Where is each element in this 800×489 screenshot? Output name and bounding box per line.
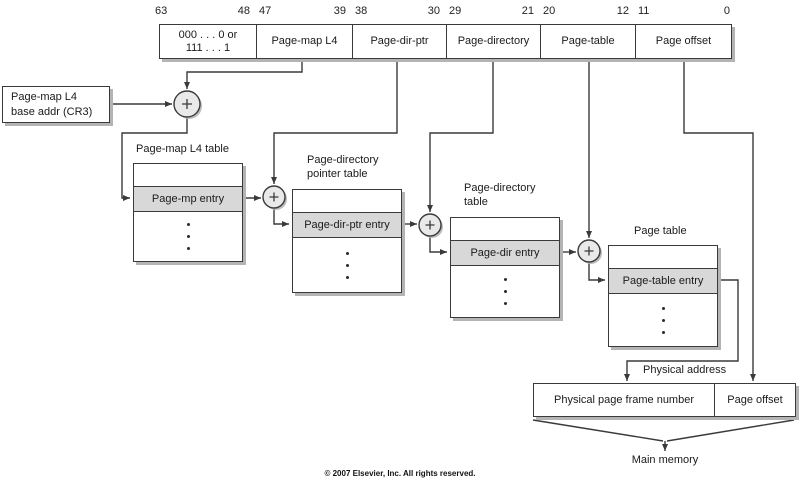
bit-label: 30	[427, 5, 440, 17]
dot	[661, 306, 665, 310]
field-page-table: Page-table	[540, 25, 635, 58]
pdpt-blank-row	[293, 190, 401, 212]
bit-label: 38	[355, 5, 368, 17]
dot	[503, 278, 507, 281]
pdpt-title-line1: Page-directory	[307, 154, 379, 166]
dot	[503, 302, 507, 305]
pml4-entry-label: Page-mp entry	[151, 193, 225, 205]
sign-extend-line1: 000 . . . 0 or	[178, 28, 238, 41]
sign-extend-line2: 111 . . . 1	[185, 41, 231, 54]
pdpt-title-line2: pointer table	[307, 168, 368, 180]
physical-page-offset-label: Page offset	[727, 394, 783, 406]
bit-label: 0	[723, 5, 730, 17]
dot	[661, 330, 665, 334]
field-page-map-l4-label: Page-map L4	[271, 35, 338, 47]
field-page-directory: Page-directory	[446, 25, 540, 58]
dot	[186, 235, 190, 238]
pd-ellipsis-dots	[451, 266, 559, 317]
field-page-directory-label: Page-directory	[457, 35, 530, 47]
cr3-line1: Page-map L4	[11, 91, 78, 103]
field-page-offset-label: Page offset	[655, 35, 712, 47]
bit-label: 12	[616, 5, 629, 17]
adder3-icon	[418, 213, 443, 238]
cr3-base-addr-box: Page-map L4 base addr (CR3)	[2, 86, 110, 123]
pt-blank-row	[609, 246, 717, 268]
dot	[503, 290, 507, 293]
field-sign-extend: 000 . . . 0 or 111 . . . 1	[160, 25, 256, 58]
connector-adder2-to-pdp-entry	[273, 209, 289, 227]
pd-entry-label: Page-dir entry	[470, 247, 540, 259]
bit-label: 39	[333, 5, 346, 17]
field-page-map-l4: Page-map L4	[256, 25, 352, 58]
physical-frame-number-cell: Physical page frame number	[534, 384, 714, 416]
bit-label: 29	[449, 5, 462, 17]
connector-adder4-to-pt-entry	[588, 263, 605, 283]
adder4-icon	[577, 239, 602, 264]
cr3-line2: base addr (CR3)	[11, 106, 93, 118]
pd-title-line1: Page-directory	[464, 182, 536, 194]
dot	[345, 275, 349, 279]
dot	[345, 263, 349, 267]
funnel-left-line	[532, 419, 664, 442]
pml4-table: Page-mp entry	[133, 163, 243, 262]
dot	[186, 247, 190, 250]
adder1-icon	[173, 90, 202, 119]
main-memory-label: Main memory	[631, 454, 699, 466]
field-page-dir-ptr: Page-dir-ptr	[352, 25, 446, 58]
pml4-blank-row	[134, 164, 242, 186]
pd-title-line2: table	[464, 196, 488, 208]
pdpt-entry-row: Page-dir-ptr entry	[293, 212, 401, 238]
funnel-right-line	[666, 419, 795, 442]
pt-table: Page-table entry	[608, 245, 718, 347]
physical-address-box: Physical page frame number Page offset	[533, 383, 796, 417]
pd-table-title: Page-directory table	[464, 181, 536, 209]
pt-ellipsis-dots	[609, 294, 717, 346]
pdpt-entry-label: Page-dir-ptr entry	[304, 219, 390, 231]
dot	[661, 318, 665, 322]
physical-page-offset-cell: Page offset	[714, 384, 795, 416]
bit-label: 21	[521, 5, 534, 17]
pt-entry-row: Page-table entry	[609, 268, 717, 294]
pd-blank-row	[451, 218, 559, 240]
physical-frame-number-label: Physical page frame number	[553, 394, 694, 406]
field-page-table-label: Page-table	[561, 35, 615, 47]
pdpt-table-title: Page-directory pointer table	[307, 153, 379, 181]
bit-label: 48	[237, 5, 250, 17]
pml4-table-title: Page-map L4 table	[136, 143, 229, 155]
dot	[345, 251, 349, 255]
copyright-notice: © 2007 Elsevier, Inc. All rights reserve…	[324, 469, 476, 478]
pt-entry-label: Page-table entry	[622, 275, 704, 287]
bit-label: 20	[543, 5, 556, 17]
connector-pml4-field-to-adder1	[184, 58, 303, 89]
pd-entry-row: Page-dir entry	[451, 240, 559, 266]
pml4-ellipsis-dots	[134, 212, 242, 261]
field-page-offset: Page offset	[635, 25, 731, 58]
connector-adder3-to-pd-entry	[429, 237, 447, 255]
pt-table-title: Page table	[634, 225, 687, 237]
dot	[186, 223, 190, 226]
virtual-address-register: 000 . . . 0 or 111 . . . 1 Page-map L4 P…	[159, 24, 732, 59]
bit-label: 63	[155, 5, 168, 17]
bit-label: 47	[259, 5, 272, 17]
pd-table: Page-dir entry	[450, 217, 560, 318]
bit-label: 11	[638, 5, 650, 17]
field-page-dir-ptr-label: Page-dir-ptr	[370, 35, 429, 47]
pdpt-ellipsis-dots	[293, 238, 401, 292]
physical-address-label: Physical address	[643, 364, 727, 376]
pml4-entry-row: Page-mp entry	[134, 186, 242, 212]
pdpt-table: Page-dir-ptr entry	[292, 189, 402, 293]
adder2-icon	[262, 185, 287, 210]
